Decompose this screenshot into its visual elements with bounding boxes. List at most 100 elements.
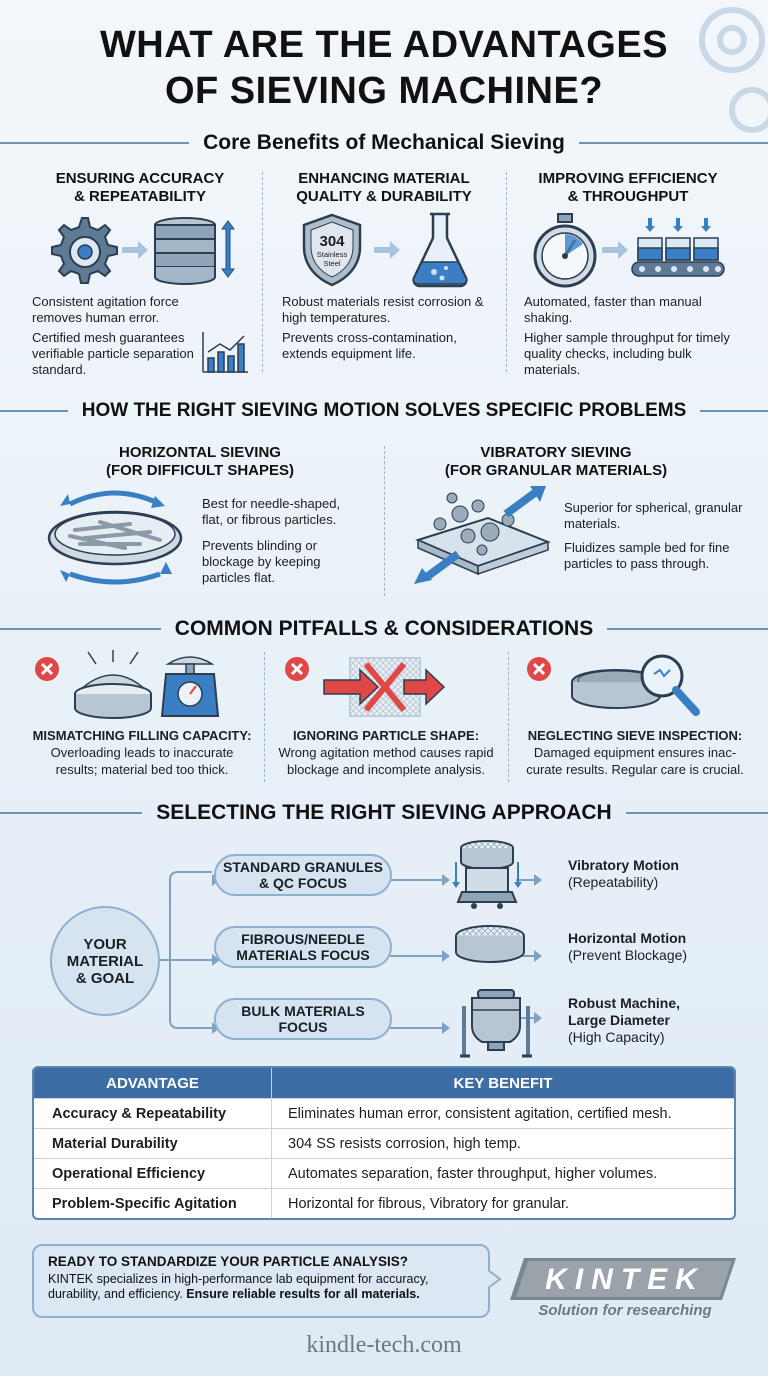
option-2-line-1: FIBROUS/NEEDLE	[241, 931, 365, 947]
outcome-1-line-1: Vibratory Motion	[568, 857, 679, 873]
table-header-advantage: ADVANTAGE	[34, 1068, 272, 1098]
cta-pointer-icon	[488, 1269, 502, 1289]
core-benefits-heading: Core Benefits of Mechanical Sieving	[0, 128, 768, 158]
outcome-3-line-3: (High Capacity)	[568, 1029, 665, 1045]
footer-url[interactable]: kindle-tech.com	[306, 1332, 462, 1358]
approach-heading: SELECTING THE RIGHT SIEVING APPROACH	[0, 798, 768, 828]
efficiency-text-1: Automated, faster than manual shaking.	[524, 294, 702, 325]
accuracy-column-title: ENSURING ACCURACY & REPEATABILITY	[20, 170, 260, 206]
arrow-right-icon	[374, 241, 400, 259]
kintek-logo[interactable]: KINTEK	[510, 1256, 740, 1302]
arrow-right-icon	[122, 241, 148, 259]
cta-title: READY TO STANDARDIZE YOUR PARTICLE ANALY…	[48, 1254, 409, 1269]
table-row: Accuracy & Repeatability Eliminates huma…	[34, 1098, 734, 1128]
pitfall-2-line-2: blockage and incomplete analysis.	[286, 762, 485, 777]
heading-rule-left	[0, 142, 190, 144]
approach-heading-text: SELECTING THE RIGHT SIEVING APPROACH	[156, 801, 612, 824]
title-line-1: WHAT ARE THE ADVANTAGES	[99, 24, 669, 66]
table-cell-advantage: Operational Efficiency	[34, 1159, 272, 1188]
error-x-icon	[527, 657, 551, 681]
shield-icon: 304 Stainless Steel	[302, 213, 362, 287]
pitfall-2-line-1: Wrong agitation method causes rapid	[278, 745, 494, 760]
accuracy-text-1: Consistent agitation force removes human…	[32, 294, 179, 325]
cta-body-strong: Ensure reliable results for all material…	[186, 1287, 420, 1301]
pitfall-3-line-1: Damaged equipment ensures inac-	[533, 745, 737, 760]
core-benefits-heading-text: Core Benefits of Mechanical Sieving	[203, 131, 565, 154]
pitfall-1-line-1: Overloading leads to inaccurate	[50, 745, 234, 760]
option-standard-granules: STANDARD GRANULES& QC FOCUS	[214, 854, 392, 896]
sieve-magnifier-icon	[571, 654, 700, 716]
goal-line-3: & GOAL	[75, 969, 135, 987]
flask-icon	[412, 212, 468, 288]
conveyor-samples-icon	[631, 218, 725, 277]
gear-icon	[51, 217, 118, 284]
efficiency-text-2: Higher sample throughput for timely qual…	[524, 330, 730, 377]
stopwatch-icon	[533, 213, 597, 288]
horizontal-text-2: Prevents blinding or blockage by keeping…	[202, 538, 321, 585]
pitfall-3-title: NEGLECTING SIEVE INSPECTION:	[527, 728, 743, 743]
accuracy-text-2: Certified mesh guarantees verifiable par…	[32, 330, 194, 377]
table-row: Operational Efficiency Automates separat…	[34, 1158, 734, 1188]
heading-rule-left	[0, 812, 143, 814]
horizontal-title-line1: HORIZONTAL SIEVING	[119, 444, 281, 461]
overfilled-sieve-icon	[74, 650, 152, 719]
horizontal-sieve-icon	[47, 490, 183, 585]
pitfall-1-title: MISMATCHING FILLING CAPACITY:	[32, 728, 252, 743]
advantages-table: ADVANTAGE KEY BENEFIT Accuracy & Repeata…	[32, 1066, 736, 1220]
bulk-sieving-machine-icon	[460, 989, 532, 1058]
error-x-icon	[285, 657, 309, 681]
sieve-stack-icon	[154, 217, 235, 285]
goal-circle: YOUR MATERIAL & GOAL	[50, 906, 160, 1016]
durability-title-line2: QUALITY & DURABILITY	[296, 188, 472, 205]
option-1-line-1: STANDARD GRANULES	[223, 859, 383, 875]
heading-rule-left	[0, 410, 68, 412]
horizontal-shaker-icon	[455, 925, 525, 963]
column-divider	[508, 652, 509, 782]
cta-body-text: KINTEK specializes in high-performance l…	[48, 1272, 429, 1301]
table-cell-benefit: Automates separation, faster throughput,…	[288, 1165, 658, 1182]
vibratory-text-1: Superior for spherical, granular materia…	[564, 500, 743, 531]
horizontal-sieving-title: HORIZONTAL SIEVING (FOR DIFFICULT SHAPES…	[40, 444, 360, 480]
table-cell-advantage: Material Durability	[34, 1129, 272, 1158]
option-2-line-2: MATERIALS FOCUS	[236, 947, 370, 963]
vibratory-sieve-icon	[414, 486, 551, 584]
table-cell-benefit: 304 SS resists corrosion, high temp.	[288, 1135, 521, 1152]
outcome-1-line-2: (Repeatability)	[568, 874, 659, 890]
column-divider	[506, 172, 507, 372]
column-divider	[264, 652, 265, 782]
page-title: WHAT ARE THE ADVANTAGES OF SIEVING MACHI…	[0, 22, 768, 114]
heading-rule-right	[625, 812, 768, 814]
badge-line-2: Steel	[323, 259, 340, 268]
brand-name: KINTEK	[545, 1263, 705, 1296]
pitfalls-heading-text: COMMON PITFALLS & CONSIDERATIONS	[174, 617, 594, 640]
table-cell-benefit: Eliminates human error, consistent agita…	[288, 1105, 672, 1122]
durability-title-line1: ENHANCING MATERIAL	[298, 170, 470, 187]
bar-chart-icon	[202, 332, 248, 373]
heading-rule-right	[578, 142, 768, 144]
motion-heading: HOW THE RIGHT SIEVING MOTION SOLVES SPEC…	[0, 396, 768, 426]
pitfall-2-title: IGNORING PARTICLE SHAPE:	[292, 728, 480, 743]
title-line-2: OF SIEVING MACHINE?	[164, 70, 604, 112]
vibratory-title-line2: (FOR GRANULAR MATERIALS)	[444, 462, 668, 479]
efficiency-column-title: IMPROVING EFFICIENCY & THROUGHPUT	[508, 170, 748, 206]
heading-rule-right	[607, 628, 768, 630]
vibratory-text-2: Fluidizes sample bed for fine particles …	[564, 540, 730, 571]
badge-line-1: Stainless	[317, 250, 348, 259]
badge-number: 304	[319, 233, 345, 250]
heading-rule-right	[700, 410, 768, 412]
goal-line-1: YOUR	[83, 935, 127, 953]
heading-rule-left	[0, 628, 161, 630]
option-1-line-2: & QC FOCUS	[259, 875, 347, 891]
brand-tagline: Solution for researching	[538, 1302, 712, 1319]
durability-column-title: ENHANCING MATERIAL QUALITY & DURABILITY	[266, 170, 502, 206]
table-row: Material Durability 304 SS resists corro…	[34, 1128, 734, 1158]
flow-connectors	[160, 871, 542, 1034]
vibratory-shaker-icon	[452, 840, 522, 909]
table-header-row: ADVANTAGE KEY BENEFIT	[34, 1068, 734, 1098]
blocked-mesh-icon	[323, 657, 446, 717]
outcome-2-line-2: (Prevent Blockage)	[568, 947, 688, 963]
cta-box[interactable]: READY TO STANDARDIZE YOUR PARTICLE ANALY…	[32, 1244, 490, 1318]
column-divider	[262, 172, 263, 372]
outcome-3-line-1: Robust Machine,	[568, 995, 681, 1011]
